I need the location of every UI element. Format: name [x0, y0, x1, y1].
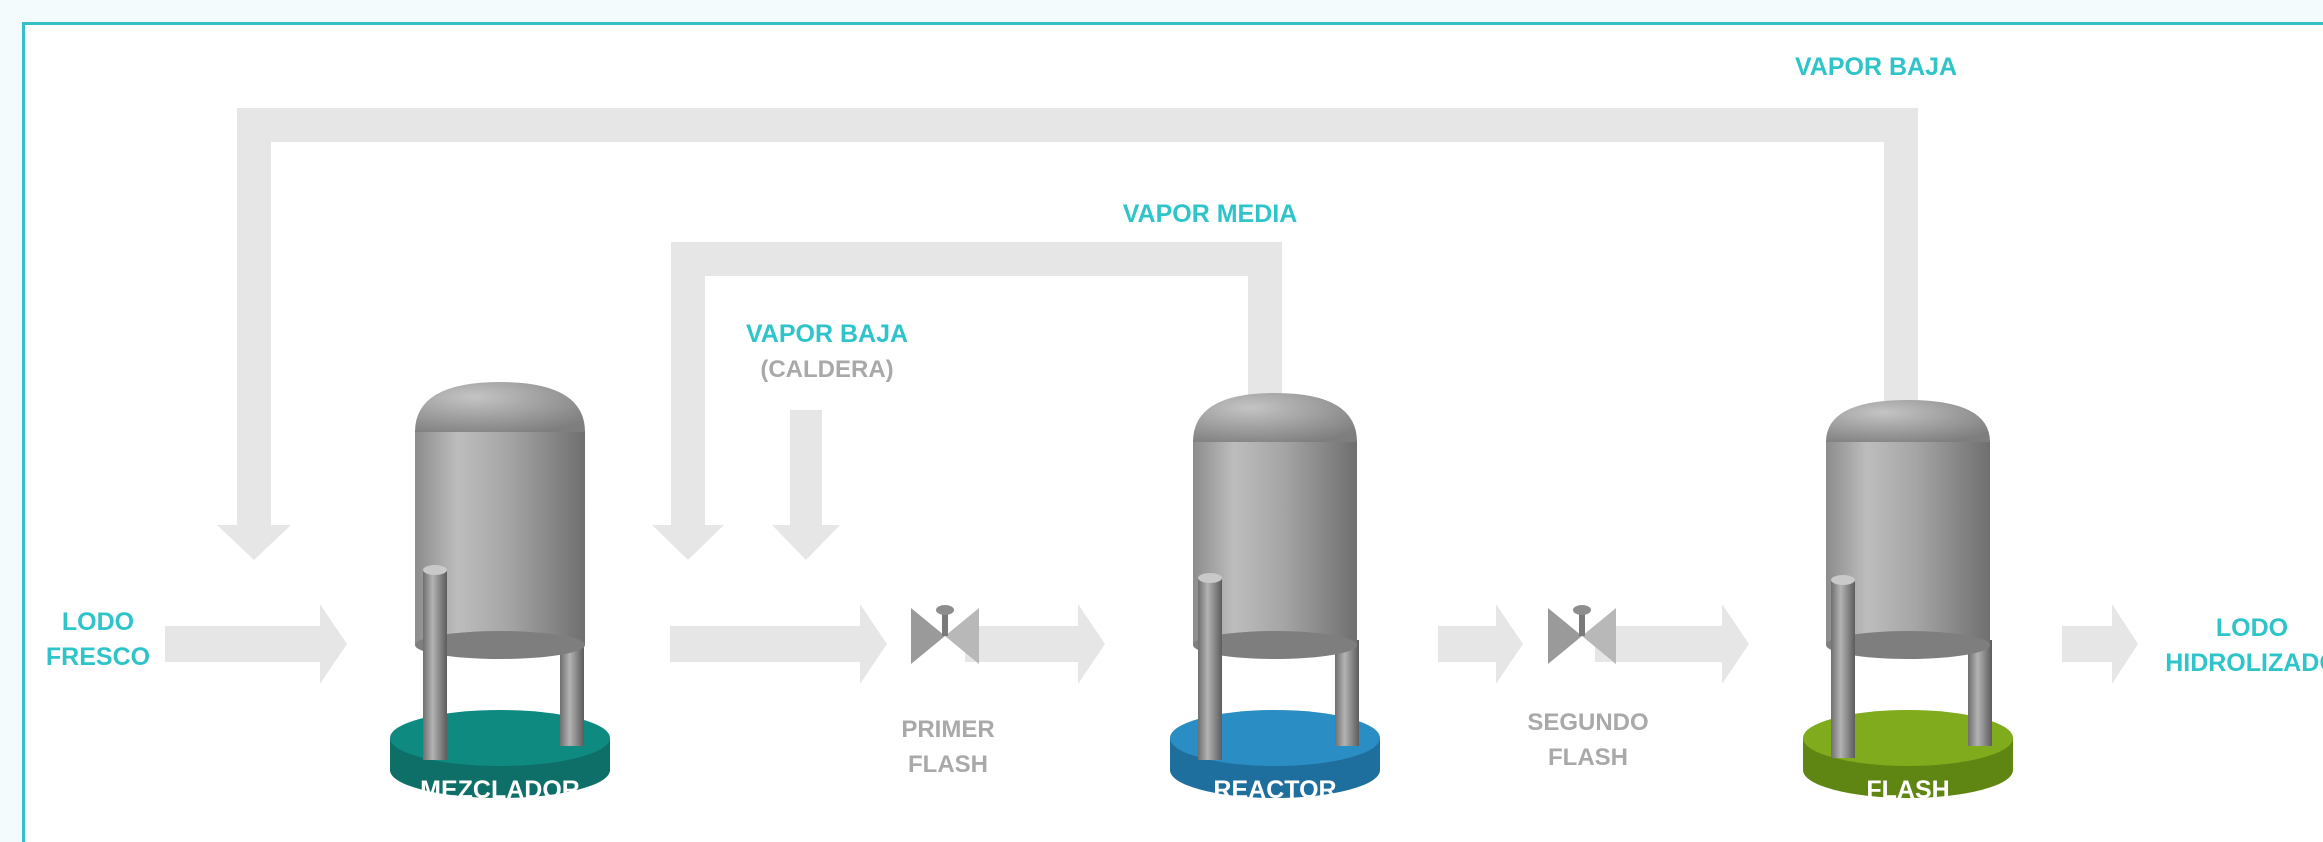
valve-to-flash-arrow	[1595, 604, 1749, 684]
segundo-flash-label-line1: SEGUNDO	[1527, 709, 1648, 736]
lodo-fresco-label-line1: LODO	[62, 608, 134, 636]
valve-to-reactor-arrow	[965, 604, 1105, 684]
vapor-baja-label: VAPOR BAJA	[1795, 53, 1957, 81]
process-diagram: MEZCLADOR REACTOR FLASH LODO FRESCO VAPO…	[46, 53, 2323, 804]
diagram-canvas: MEZCLADOR REACTOR FLASH LODO FRESCO VAPO…	[22, 22, 2323, 842]
lodo-hidrolizado-label-line1: LODO	[2216, 614, 2288, 642]
lodo-fresco-arrow	[165, 604, 347, 684]
mezclador-tank: MEZCLADOR	[390, 382, 610, 804]
primer-flash-label-line1: PRIMER	[901, 716, 994, 743]
reactor-label: REACTOR	[1213, 776, 1336, 804]
flow-arrows	[165, 108, 2138, 684]
reactor-to-valve-arrow	[1438, 604, 1523, 684]
reactor-tank: REACTOR	[1170, 393, 1380, 804]
vapor-media-loop-arrow	[652, 242, 1282, 560]
segundo-flash-label-line2: FLASH	[1548, 744, 1628, 771]
primer-flash-valve	[911, 605, 979, 664]
mezclador-to-valve-arrow	[670, 604, 887, 684]
flash-tank: FLASH	[1803, 400, 2013, 804]
lodo-hidrolizado-arrow	[2062, 604, 2138, 684]
vapor-caldera-arrow	[772, 410, 840, 560]
primer-flash-label-line2: FLASH	[908, 751, 988, 778]
lodo-fresco-label-line2: FRESCO	[46, 643, 150, 671]
vapor-caldera-label-line2: (CALDERA)	[760, 356, 893, 383]
vapor-caldera-label-line1: VAPOR BAJA	[746, 320, 908, 348]
mezclador-label: MEZCLADOR	[420, 776, 580, 804]
vapor-media-label: VAPOR MEDIA	[1123, 200, 1298, 228]
lodo-hidrolizado-label-line2: HIDROLIZADO	[2165, 649, 2323, 677]
segundo-flash-valve	[1548, 605, 1616, 664]
flash-label: FLASH	[1866, 776, 1949, 804]
